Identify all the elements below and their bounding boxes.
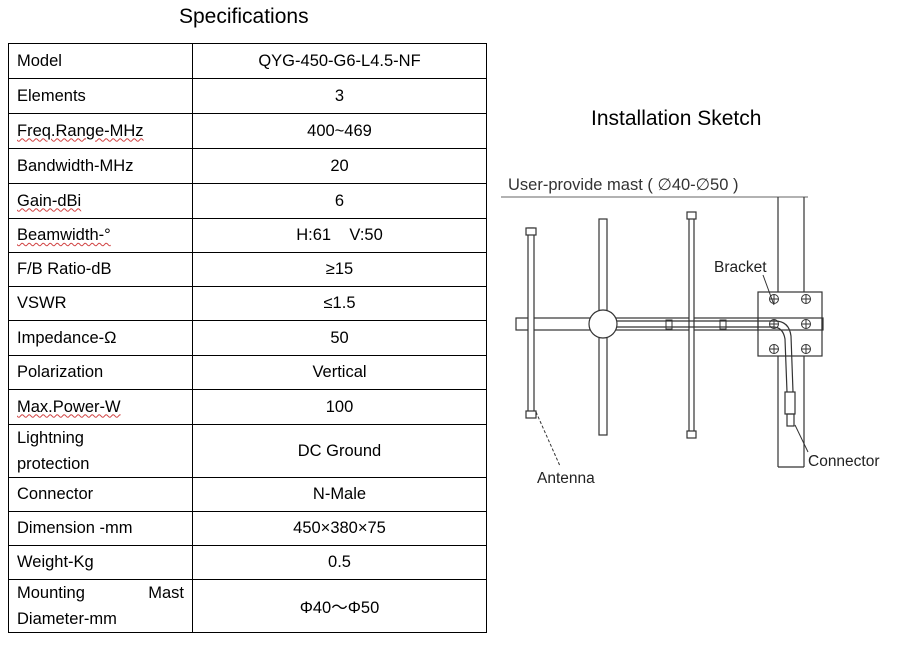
table-row: Impedance-Ω 50	[8, 320, 487, 356]
spec-value: Φ40～Φ50	[192, 579, 487, 633]
spec-key: Gain-dBi	[8, 183, 193, 219]
specifications-table: Model QYG-450-G6-L4.5-NF Elements 3 Freq…	[8, 43, 487, 633]
spec-value: DC Ground	[192, 424, 487, 478]
spec-value: Vertical	[192, 355, 487, 390]
spec-key: VSWR	[8, 286, 193, 321]
table-row: Weight-Kg 0.5	[8, 545, 487, 580]
table-row: Beamwidth-° H:61 V:50	[8, 218, 487, 253]
spec-key: Lightning protection	[8, 424, 193, 478]
spec-key: F/B Ratio-dB	[8, 252, 193, 287]
spec-key: Mounting Mast Diameter-mm	[8, 579, 193, 633]
spec-key: Dimension -mm	[8, 511, 193, 546]
table-row: Max.Power-W 100	[8, 389, 487, 425]
spec-value: 6	[192, 183, 487, 219]
table-row: VSWR ≤1.5	[8, 286, 487, 321]
spec-value: QYG-450-G6-L4.5-NF	[192, 43, 487, 79]
spec-value: 100	[192, 389, 487, 425]
spec-key-word: Mast	[148, 584, 184, 602]
spec-key: Model	[8, 43, 193, 79]
feed-cable	[617, 320, 796, 427]
spec-key: Freq.Range-MHz	[8, 113, 193, 149]
antenna-label: Antenna	[537, 470, 595, 487]
boom-couplers	[665, 319, 727, 330]
table-row: Dimension -mm 450×380×75	[8, 511, 487, 546]
bracket-bolts	[769, 294, 811, 354]
spec-value: H:61 V:50	[192, 218, 487, 253]
spec-key: Max.Power-W	[8, 389, 193, 425]
antenna-boom	[515, 317, 824, 331]
connector-label: Connector	[808, 453, 880, 470]
spec-key-text: Freq.Range-MHz	[17, 121, 144, 140]
table-row: Elements 3	[8, 78, 487, 114]
table-row: Mounting Mast Diameter-mm Φ40～Φ50	[8, 579, 487, 633]
table-row: Polarization Vertical	[8, 355, 487, 390]
spec-key-word: Mounting	[17, 584, 85, 602]
spec-key-line: Diameter-mm	[17, 610, 117, 628]
spec-value: 50	[192, 320, 487, 356]
mast-label: User-provide mast ( ∅40-∅50 )	[508, 176, 738, 194]
feed-hub	[588, 309, 618, 339]
label-leaders	[535, 274, 809, 467]
spec-key-line: Mounting Mast	[17, 580, 184, 606]
spec-value: 3	[192, 78, 487, 114]
bracket	[757, 291, 823, 357]
table-row: F/B Ratio-dB ≥15	[8, 252, 487, 287]
spec-value: ≤1.5	[192, 286, 487, 321]
table-row: Freq.Range-MHz 400~469	[8, 113, 487, 149]
installation-sketch-title: Installation Sketch	[591, 107, 762, 130]
spec-value: ≥15	[192, 252, 487, 287]
spec-value: 400~469	[192, 113, 487, 149]
spec-key-text: Beamwidth-°	[17, 226, 111, 244]
spec-key-line: Lightning	[17, 429, 84, 447]
spec-key-text: Max.Power-W	[17, 397, 121, 416]
table-row: Lightning protection DC Ground	[8, 424, 487, 478]
specifications-title: Specifications	[179, 5, 309, 28]
spec-value: 20	[192, 148, 487, 184]
spec-value: 0.5	[192, 545, 487, 580]
spec-key-line: protection	[17, 455, 90, 473]
spec-key: Elements	[8, 78, 193, 114]
table-row: Bandwidth-MHz 20	[8, 148, 487, 184]
spec-key-text: Gain-dBi	[17, 191, 82, 210]
spec-key: Bandwidth-MHz	[8, 148, 193, 184]
table-row: Gain-dBi 6	[8, 183, 487, 219]
table-row: Model QYG-450-G6-L4.5-NF	[8, 43, 487, 79]
bracket-label: Bracket	[714, 259, 767, 276]
